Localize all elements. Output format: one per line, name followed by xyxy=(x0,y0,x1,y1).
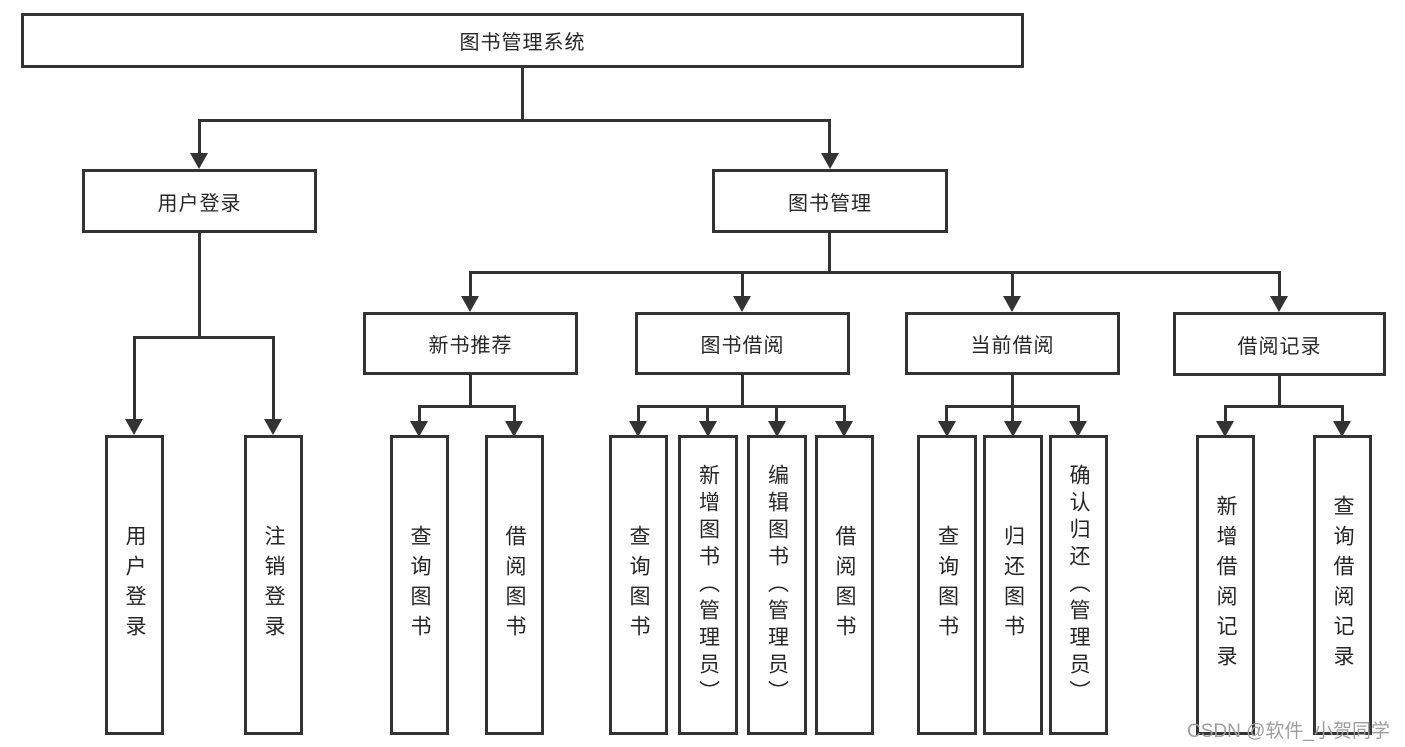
node-root: 图书管理系统 xyxy=(21,13,1024,68)
connector-line xyxy=(843,405,846,421)
node-label: 图书管理系统 xyxy=(459,32,586,54)
leaf-query-books: 查询图书 xyxy=(609,435,668,735)
connector-line xyxy=(198,233,201,336)
arrow-down-icon xyxy=(410,421,428,437)
arrow-down-icon xyxy=(1004,421,1022,437)
connector-line xyxy=(133,336,275,339)
connector-line xyxy=(1278,376,1281,405)
leaf-query-books: 查询图书 xyxy=(390,435,449,735)
node-label: 新书推荐 xyxy=(428,335,513,357)
arrow-down-icon xyxy=(699,421,717,437)
arrow-down-icon xyxy=(938,421,956,437)
node-label: 借阅图书 xyxy=(503,525,526,645)
leaf-confirm-return-admin: 确认归还（管理员） xyxy=(1049,435,1108,735)
node-label: 新增图书（管理员） xyxy=(696,463,720,707)
connector-line xyxy=(1278,271,1281,296)
connector-line xyxy=(1011,271,1014,296)
node-label: 查询图书 xyxy=(935,525,959,645)
connector-line xyxy=(198,119,831,122)
connector-line xyxy=(828,233,831,271)
connector-line xyxy=(1224,405,1227,421)
connector-line xyxy=(418,405,516,408)
arrow-down-icon xyxy=(1003,296,1021,312)
leaf-add-borrow-record: 新增借阅记录 xyxy=(1196,435,1255,735)
connector-line xyxy=(469,271,1281,274)
connector-line xyxy=(272,336,275,419)
arrow-down-icon xyxy=(190,153,208,169)
connector-line xyxy=(945,405,948,421)
connector-line xyxy=(513,405,516,421)
node-label: 查询图书 xyxy=(408,525,431,645)
leaf-query-borrow-record: 查询借阅记录 xyxy=(1313,435,1372,735)
connector-line xyxy=(133,336,136,419)
connector-line xyxy=(1341,405,1344,421)
leaf-user-login: 用户登录 xyxy=(105,435,164,735)
leaf-logout: 注销登录 xyxy=(244,435,303,735)
csdn-watermark: CSDN @软件_小贺同学 xyxy=(1187,721,1390,742)
arrow-down-icon xyxy=(821,153,839,169)
connector-line xyxy=(198,119,201,153)
connector-line xyxy=(1224,405,1344,408)
connector-line xyxy=(828,119,831,153)
connector-line xyxy=(1011,375,1014,405)
connector-line xyxy=(637,405,640,421)
leaf-borrow-books: 借阅图书 xyxy=(815,435,874,735)
arrow-down-icon xyxy=(1069,421,1087,437)
connector-line xyxy=(706,405,709,421)
arrow-down-icon xyxy=(125,419,143,435)
connector-line xyxy=(637,405,846,408)
connector-line xyxy=(741,375,744,405)
arrow-down-icon xyxy=(505,421,523,437)
arrow-down-icon xyxy=(629,421,647,437)
node-book-management: 图书管理 xyxy=(712,169,948,233)
leaf-query-books: 查询图书 xyxy=(917,435,977,735)
connector-line xyxy=(1077,405,1080,421)
connector-line xyxy=(418,405,421,421)
leaf-borrow-books: 借阅图书 xyxy=(485,435,544,735)
leaf-add-books-admin: 新增图书（管理员） xyxy=(678,435,738,735)
connector-line xyxy=(469,271,472,296)
arrow-down-icon xyxy=(835,421,853,437)
node-label: 编辑图书（管理员） xyxy=(765,463,789,707)
node-label: 图书管理 xyxy=(788,192,872,215)
arrow-down-icon xyxy=(733,296,751,312)
node-label: 查询图书 xyxy=(627,525,650,645)
node-label: 当前借阅 xyxy=(970,335,1055,357)
node-user-login: 用户登录 xyxy=(82,169,317,233)
connector-line xyxy=(741,271,744,296)
connector-line xyxy=(469,375,472,405)
node-current-borrowing: 当前借阅 xyxy=(905,312,1120,375)
arrow-down-icon xyxy=(461,296,479,312)
leaf-edit-books-admin: 编辑图书（管理员） xyxy=(747,435,807,735)
arrow-down-icon xyxy=(264,419,282,435)
node-label: 查询借阅记录 xyxy=(1331,495,1354,675)
node-new-book-recommendation: 新书推荐 xyxy=(363,312,578,375)
node-label: 归还图书 xyxy=(1001,525,1025,645)
connector-line xyxy=(521,68,524,119)
node-label: 用户登录 xyxy=(157,192,242,215)
arrow-down-icon xyxy=(1270,296,1288,312)
connector-line xyxy=(1011,405,1014,421)
arrow-down-icon xyxy=(768,421,786,437)
node-label: 图书借阅 xyxy=(700,335,785,357)
arrow-down-icon xyxy=(1333,421,1351,437)
node-label: 注销登录 xyxy=(262,525,285,645)
node-label: 确认归还（管理员） xyxy=(1067,463,1090,707)
node-label: 借阅图书 xyxy=(833,525,856,645)
node-borrowing-records: 借阅记录 xyxy=(1173,312,1386,376)
node-label: 用户登录 xyxy=(123,525,146,645)
node-label: 新增借阅记录 xyxy=(1214,495,1237,675)
node-book-borrowing: 图书借阅 xyxy=(635,312,850,375)
node-label: 借阅记录 xyxy=(1237,335,1322,358)
connector-line xyxy=(775,405,778,421)
leaf-return-books: 归还图书 xyxy=(983,435,1043,735)
arrow-down-icon xyxy=(1216,421,1234,437)
